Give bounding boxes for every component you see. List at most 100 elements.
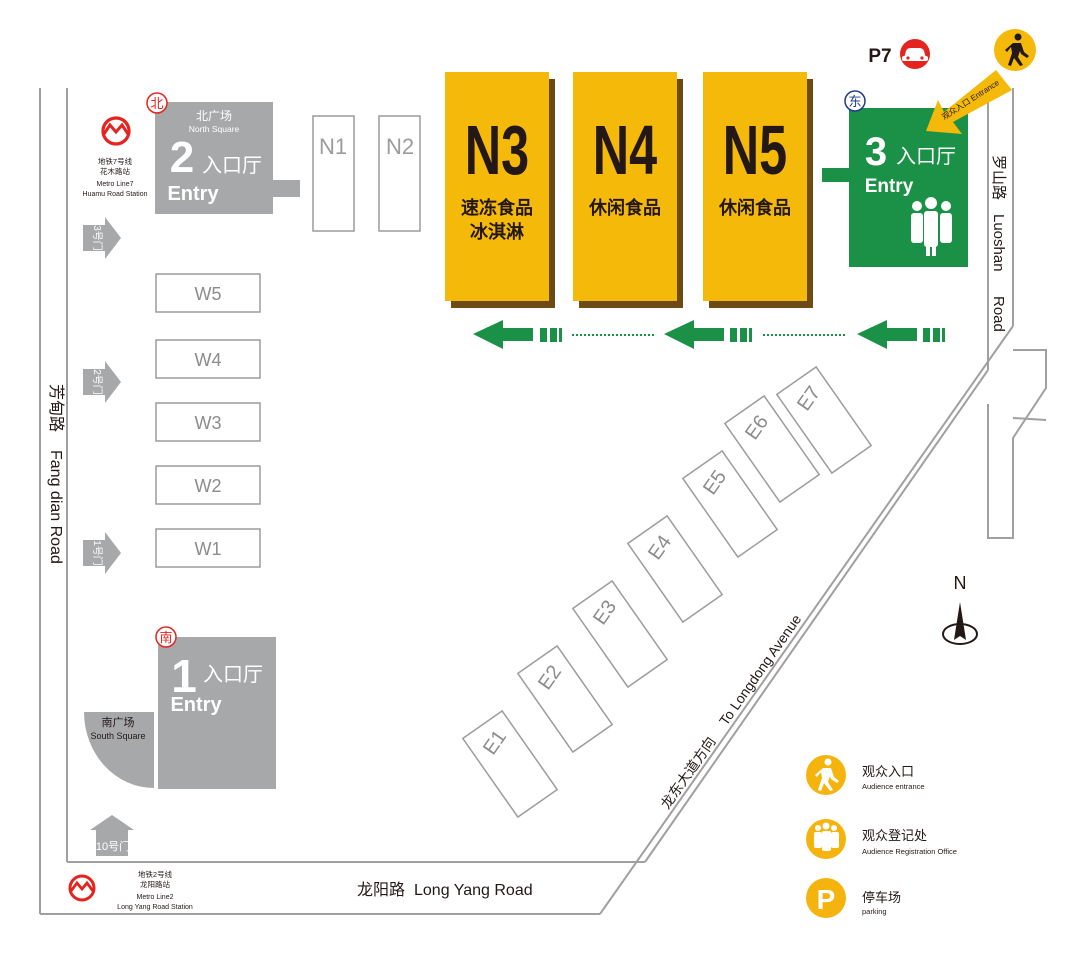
hall-n4-category: 休闲食品 <box>588 197 661 218</box>
metro-line2-en2: Long Yang Road Station <box>117 904 193 911</box>
compass-label: N <box>954 573 967 593</box>
road-luoshan-en2: Road <box>990 296 1007 332</box>
east-entry-number: 3 <box>865 130 887 174</box>
hall-w2[interactable]: W2 <box>155 465 261 505</box>
road-longdong-en: To Longdong Avenue <box>716 611 805 728</box>
metro-line7-cn2: 花木路站 <box>100 166 130 176</box>
road-longyang-cn: 龙阳路 <box>357 881 405 899</box>
road-luoshan: 罗山路 Luoshan Road <box>990 155 1007 332</box>
legend-item-audience-entrance: 观众入口 Audience entrance <box>806 755 925 795</box>
legend-item-parking: P 停车场 parking <box>806 878 901 918</box>
metro-line7-en1: Metro Line7 <box>97 181 134 188</box>
hall-w1-label: W1 <box>195 539 222 559</box>
east-badge-text: 东 <box>848 94 861 109</box>
legend-registration-cn: 观众登记处 <box>862 828 927 843</box>
hall-w2-label: W2 <box>195 476 222 496</box>
road-longdong: 龙东大道方向 To Longdong Avenue <box>657 611 804 811</box>
legend-parking-cn: 停车场 <box>862 890 901 905</box>
road-longyang-en: Long Yang Road <box>414 882 533 899</box>
gate-10[interactable]: 10号门 <box>90 815 134 856</box>
flow-arrow-left-2 <box>664 320 752 349</box>
road-longyang: 龙阳路 Long Yang Road <box>357 881 533 899</box>
metro-line7-en2: Huamu Road Station <box>83 191 148 198</box>
legend-audience-entrance-cn: 观众入口 <box>862 764 914 779</box>
south-plaza-en: South Square <box>90 731 145 741</box>
metro-logo-icon <box>68 874 96 902</box>
flow-arrow-left-1 <box>473 320 562 349</box>
hall-e4[interactable]: E4 <box>626 514 724 624</box>
hall-n3[interactable]: N3 速冻食品 冰淇淋 <box>445 72 555 308</box>
parking-p7-label: P7 <box>868 46 891 67</box>
north-badge: 北 <box>146 92 168 114</box>
south-badge: 南 <box>155 626 177 648</box>
hall-w1[interactable]: W1 <box>155 528 261 568</box>
road-fangdian-cn: 芳甸路 <box>47 384 65 432</box>
gate-3-label: 3号门 <box>91 225 104 251</box>
hall-w3-label: W3 <box>195 413 222 433</box>
hall-e1[interactable]: E1 <box>461 709 559 819</box>
hall-n2[interactable]: N2 <box>378 115 421 232</box>
south-plaza-cn: 南广场 <box>102 715 135 729</box>
people-group-icon <box>814 822 839 851</box>
hall-e2[interactable]: E2 <box>516 644 614 754</box>
south-plaza[interactable]: 南广场 South Square <box>84 712 154 788</box>
metro-line7-station[interactable]: 地铁7号线 花木路站 Metro Line7 Huamu Road Statio… <box>83 116 148 198</box>
gate-2[interactable]: 2号门 <box>83 361 121 403</box>
legend-registration-en: Audience Registration Office <box>862 847 957 856</box>
hall-n3-category-1: 速冻食品 <box>461 197 533 218</box>
north-badge-text: 北 <box>150 96 163 111</box>
gate-1[interactable]: 1号门 <box>83 532 121 574</box>
top-pedestrian-marker[interactable] <box>994 29 1036 71</box>
hall-e6[interactable]: E6 <box>723 394 821 504</box>
hall-e5[interactable]: E5 <box>681 449 779 559</box>
pedestrian-icon <box>1005 33 1029 66</box>
hall-n4[interactable]: N4 休闲食品 <box>573 72 683 308</box>
hall-n4-code: N4 <box>593 111 657 189</box>
legend: 观众入口 Audience entrance 观众登记处 Audience Re… <box>806 755 957 918</box>
south-entry-hall-cn: 入口厅 <box>203 664 263 686</box>
south-entry-number: 1 <box>171 650 197 702</box>
south-entry-hall[interactable]: 1 入口厅 Entry <box>158 637 276 789</box>
parking-icon: P <box>817 884 836 915</box>
parking-p7[interactable]: P7 <box>868 39 930 69</box>
road-luoshan-en1: Luoshan <box>990 214 1007 272</box>
metro-line2-en1: Metro Line2 <box>137 894 174 901</box>
hall-e3[interactable]: E3 <box>571 579 669 689</box>
registration-people-icon <box>911 197 952 256</box>
hall-w3[interactable]: W3 <box>155 402 261 442</box>
north-plaza-cn: 北广场 <box>196 109 232 123</box>
hall-n5-category: 休闲食品 <box>718 197 791 218</box>
audience-entrance-arrow: 观众入口 Entrance <box>926 70 1012 134</box>
metro-line7-cn1: 地铁7号线 <box>98 156 133 166</box>
metro-line2-cn1: 地铁2号线 <box>138 869 173 879</box>
road-luoshan-cn: 罗山路 <box>990 155 1007 200</box>
compass: N <box>942 573 978 645</box>
metro-logo-icon <box>101 116 131 146</box>
north-entry-hall-cn: 入口厅 <box>202 155 262 177</box>
hall-w4-label: W4 <box>195 350 222 370</box>
north-arrow-icon <box>954 602 966 640</box>
hall-n1[interactable]: N1 <box>312 115 355 232</box>
hall-w4[interactable]: W4 <box>155 339 261 379</box>
east-entry-hall[interactable]: 3 入口厅 Entry <box>822 108 968 267</box>
hall-n5-code: N5 <box>723 111 787 189</box>
gate-1-label: 1号门 <box>91 540 104 566</box>
metro-line2-station[interactable]: 地铁2号线 龙阳路站 Metro Line2 Long Yang Road St… <box>68 869 193 911</box>
south-badge-text: 南 <box>159 630 172 645</box>
hall-e7[interactable]: E7 <box>775 365 873 475</box>
road-fangdian-en: Fang dian Road <box>47 450 64 564</box>
hall-n1-label: N1 <box>319 134 347 159</box>
road-outlines <box>39 88 1047 915</box>
hall-n2-label: N2 <box>386 134 414 159</box>
legend-item-registration: 观众登记处 Audience Registration Office <box>806 819 957 859</box>
legend-audience-entrance-en: Audience entrance <box>862 782 925 791</box>
north-entry-hall[interactable]: 北广场 North Square 2 入口厅 Entry <box>155 102 300 214</box>
hall-w5[interactable]: W5 <box>155 273 261 313</box>
metro-line2-cn2: 龙阳路站 <box>140 879 170 889</box>
gate-10-label: 10号门 <box>96 839 130 853</box>
east-entry-hall-cn: 入口厅 <box>896 146 956 168</box>
hall-n5[interactable]: N5 休闲食品 <box>703 72 813 308</box>
east-badge: 东 <box>844 90 866 112</box>
gate-3[interactable]: 3号门 <box>83 217 121 259</box>
